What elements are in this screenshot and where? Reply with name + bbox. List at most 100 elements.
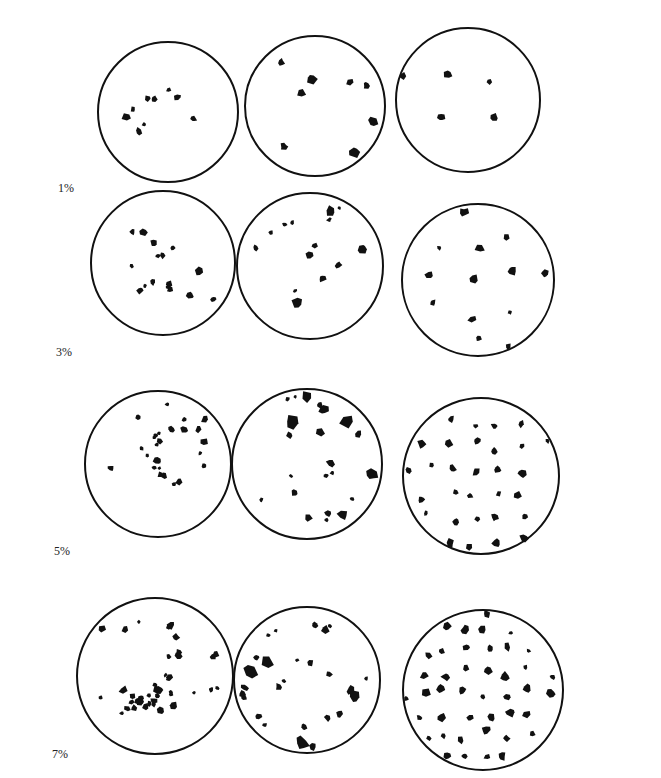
colony-blob — [122, 113, 131, 120]
colony-blob — [467, 493, 473, 498]
colony-blob — [303, 391, 312, 403]
colony-blob — [474, 517, 480, 523]
colony-blob — [142, 703, 148, 710]
colony-blob — [282, 679, 287, 683]
colony-blob — [309, 743, 315, 751]
colony-blob — [99, 695, 103, 699]
colony-blob — [175, 652, 183, 660]
colony-blob — [425, 653, 432, 660]
colony-blob — [289, 474, 293, 478]
colony-blob — [307, 660, 313, 666]
colony-blob — [461, 625, 470, 635]
colony-blob — [151, 698, 158, 703]
colony-blob — [124, 706, 131, 711]
colony-blob — [546, 439, 550, 444]
colony-blob — [243, 665, 258, 678]
colony-blob — [152, 683, 157, 687]
colony-blob — [522, 711, 530, 718]
colony-blob — [527, 649, 531, 653]
colony-blob — [518, 470, 527, 478]
colony-blob — [478, 626, 485, 634]
colony-blob — [129, 700, 135, 705]
colony-blob — [366, 468, 378, 479]
colony-blob — [452, 518, 459, 525]
dish-outline — [91, 191, 235, 335]
colony-blob — [437, 114, 445, 120]
colony-blob — [170, 702, 177, 709]
colony-blob — [404, 696, 409, 701]
colony-blob — [262, 723, 267, 727]
colony-blob — [305, 514, 313, 521]
colony-blob — [504, 234, 510, 241]
colony-blob — [503, 735, 511, 742]
colony-blob — [255, 714, 262, 720]
colony-blob — [169, 693, 174, 697]
colony-blob — [506, 344, 511, 351]
colony-blob — [419, 497, 426, 503]
colony-blob — [439, 648, 445, 654]
colony-blob — [170, 246, 175, 251]
colony-blob — [523, 684, 531, 693]
colony-blob — [131, 107, 135, 112]
colony-blob — [505, 643, 510, 652]
colony-blob — [150, 279, 155, 286]
colony-blob — [146, 693, 151, 697]
colony-blob — [161, 473, 167, 480]
colony-blob — [364, 677, 368, 681]
colony-blob — [350, 497, 355, 501]
colony-blob — [119, 686, 128, 694]
colony-blob — [453, 489, 459, 495]
colony-blob — [130, 694, 135, 699]
colony-blob — [400, 72, 407, 80]
colony-blob — [165, 402, 170, 406]
colony-blob — [155, 443, 159, 447]
colony-blob — [496, 491, 501, 496]
colony-blob — [326, 460, 335, 467]
colony-blob — [135, 415, 140, 420]
colony-blob — [209, 687, 213, 692]
colony-blob — [312, 243, 318, 249]
colony-blob — [215, 686, 219, 690]
colony-blob — [287, 415, 298, 430]
colony-blob — [213, 651, 220, 657]
colony-blob — [448, 416, 454, 423]
colony-blob — [306, 252, 314, 259]
colony-blob — [253, 245, 258, 252]
colony-blob — [417, 440, 426, 449]
colony-blob — [294, 395, 297, 399]
colony-blob — [406, 467, 412, 474]
colony-blob — [447, 538, 454, 548]
colony-blob — [460, 208, 469, 216]
colony-blob — [295, 659, 299, 662]
colony-blob — [480, 694, 485, 699]
colony-blob — [292, 489, 298, 496]
colony-blob — [307, 75, 318, 85]
colony-blob — [349, 148, 360, 158]
colony-blob — [491, 538, 499, 547]
colony-blob — [99, 626, 106, 633]
colony-blob — [444, 752, 452, 759]
colony-blob — [172, 633, 180, 641]
colony-blob — [152, 466, 157, 470]
colony-blob — [143, 284, 147, 288]
colony-blob — [326, 217, 332, 222]
colony-blob — [153, 686, 163, 694]
colony-blob — [130, 264, 134, 269]
colony-blob — [285, 397, 289, 402]
colony-blob — [131, 704, 137, 711]
colony-blob — [282, 223, 287, 227]
colony-blob — [458, 736, 464, 744]
colony-blob — [147, 701, 151, 707]
colony-blob — [475, 245, 485, 252]
colony-blob — [420, 672, 429, 679]
colony-blob — [174, 94, 181, 100]
colony-blob — [153, 457, 161, 464]
concentration-label: 1% — [58, 182, 74, 194]
colony-blob — [152, 96, 158, 103]
colony-blob — [336, 711, 343, 718]
colony-blob — [137, 620, 140, 624]
dish-outline — [85, 391, 231, 537]
colony-blob — [417, 715, 423, 720]
colony-blob — [286, 432, 292, 439]
